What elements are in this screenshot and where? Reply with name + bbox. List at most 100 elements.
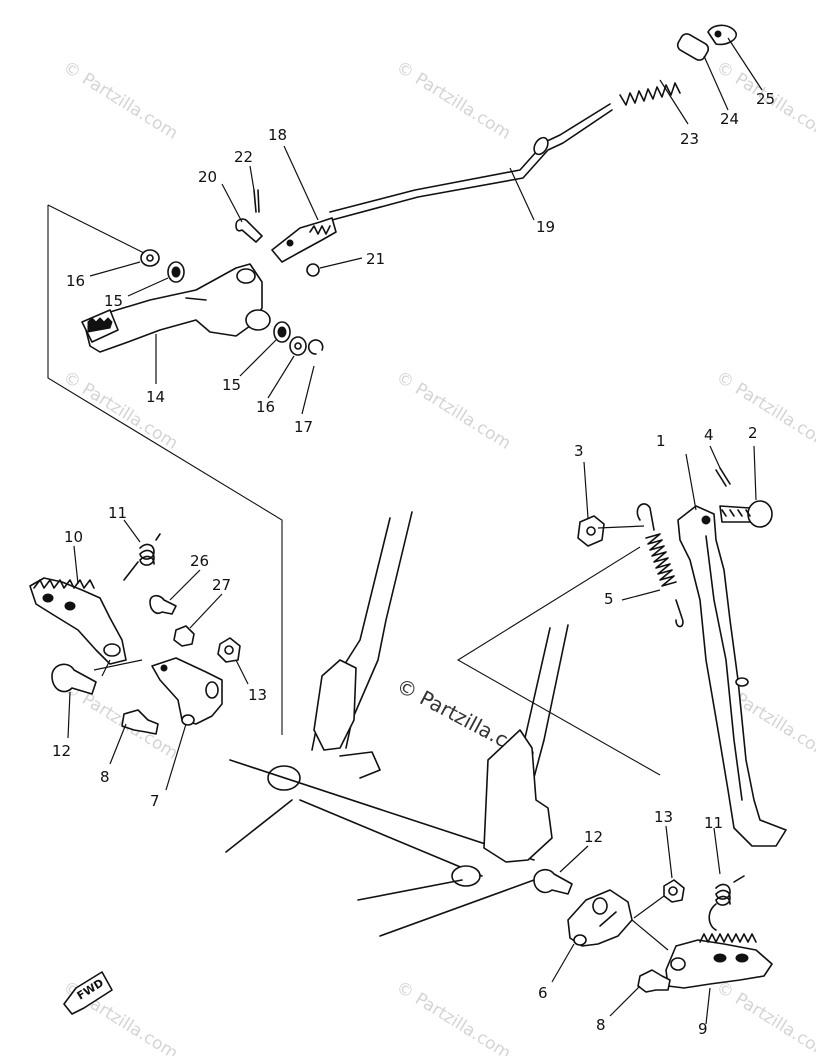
- sidestand-stopper: [735, 677, 749, 687]
- callout-19: 19: [536, 218, 555, 236]
- bracket-rib: [599, 911, 617, 927]
- frame-bracket: [313, 659, 357, 751]
- frame-crossmember: [379, 879, 535, 937]
- rod-adjuster: [676, 24, 737, 61]
- callout-2: 2: [748, 424, 758, 442]
- frame-crossmember: [229, 759, 535, 861]
- bracket-boss: [205, 681, 219, 699]
- washer-hole: [146, 254, 154, 262]
- watermark: © Partzilla.com: [712, 977, 816, 1056]
- footrest-pivot: [103, 643, 121, 657]
- pedal-tread: [87, 317, 113, 333]
- left-footrest: [29, 577, 127, 665]
- leader-line: [301, 365, 315, 415]
- callout-18: 18: [268, 126, 287, 144]
- footrest-pin: [533, 868, 573, 895]
- watermark: © Partzilla.com: [59, 57, 181, 143]
- callout-11b: 11: [704, 814, 723, 832]
- fwd-arrow-body: [63, 971, 113, 1015]
- brake-rod: [329, 103, 613, 221]
- bracket-hole: [160, 664, 168, 672]
- left-footrest-spring: [123, 533, 161, 581]
- sidestand-leg: [677, 505, 787, 847]
- leader-line: [509, 167, 535, 221]
- leader-line: [703, 55, 729, 111]
- watermark: © Partzilla.com: [392, 57, 514, 143]
- bracket-body: [151, 657, 223, 725]
- leader-line: [235, 659, 249, 685]
- leader-line: [685, 453, 697, 511]
- spring-coil: [139, 543, 155, 566]
- leader-line: [319, 257, 363, 269]
- adjuster-pivot: [676, 33, 710, 61]
- spring-leg: [733, 875, 745, 883]
- clevis-body: [271, 217, 337, 263]
- sidestand-ridge: [705, 535, 743, 801]
- pedal-rib: [185, 297, 207, 301]
- leader-line: [109, 723, 127, 765]
- leader-line: [665, 825, 673, 879]
- callout-13a: 13: [248, 686, 267, 704]
- frame-crossmember: [357, 879, 463, 901]
- watermark: © Partzilla.com: [59, 367, 181, 453]
- callout-5: 5: [604, 590, 614, 608]
- footrest-slot: [64, 601, 76, 611]
- leader-line: [727, 37, 763, 91]
- leader-line: [101, 659, 111, 677]
- bracket-eye: [181, 714, 195, 726]
- leader-line: [705, 987, 711, 1025]
- footrest-teeth: [33, 579, 95, 589]
- leader-line: [713, 827, 721, 875]
- leader-line: [621, 589, 661, 601]
- pedal-boss: [245, 309, 271, 331]
- callout-16b: 16: [256, 398, 275, 416]
- callout-12b: 12: [584, 828, 603, 846]
- leader-line: [169, 569, 201, 601]
- leader-line: [189, 593, 223, 629]
- watermark: © Partzilla.com: [712, 367, 816, 453]
- cotter-pin: [715, 469, 727, 487]
- leader-line: [709, 445, 721, 469]
- callout-12a: 12: [52, 742, 71, 760]
- adjuster-hole: [714, 30, 722, 38]
- callout-26: 26: [190, 552, 209, 570]
- callout-3: 3: [574, 442, 584, 460]
- cotter-pin: [719, 467, 731, 485]
- frame-bracket: [483, 729, 553, 863]
- sidestand-hardware: [577, 467, 773, 547]
- leader-lines: [67, 37, 763, 1025]
- frame-line: [47, 205, 283, 735]
- callout-15a: 15: [104, 292, 123, 310]
- frame-line: [47, 204, 149, 256]
- footrest-slot: [42, 593, 54, 603]
- spring-leg: [123, 561, 139, 581]
- callout-8a: 8: [100, 768, 110, 786]
- leader-line: [597, 525, 645, 529]
- clevis-pin: [235, 218, 263, 243]
- frame-line: [456, 546, 661, 776]
- footrest-teeth: [699, 933, 757, 943]
- leader-line: [67, 691, 71, 739]
- callout-17: 17: [294, 418, 313, 436]
- callout-10: 10: [64, 528, 83, 546]
- callout-6: 6: [538, 984, 548, 1002]
- cotter-pin: [257, 189, 260, 213]
- watermark: © Partzilla.com: [392, 977, 514, 1056]
- callout-13b: 13: [654, 808, 673, 826]
- callout-22: 22: [234, 148, 253, 166]
- bolt: [149, 594, 177, 615]
- rod-line: [329, 103, 611, 213]
- leader-line: [267, 355, 295, 399]
- spring-leg: [155, 533, 161, 541]
- callout-14: 14: [146, 388, 165, 406]
- footrest-slot: [735, 953, 749, 963]
- cotter-pin: [253, 189, 257, 213]
- callout-23: 23: [680, 130, 699, 148]
- frame-crossmember: [225, 799, 293, 853]
- left-footrest-hardware: [51, 594, 241, 735]
- bolt-thread: [721, 509, 751, 517]
- sidestand: [677, 505, 787, 847]
- leader-line: [559, 845, 589, 873]
- leader-line: [633, 895, 665, 919]
